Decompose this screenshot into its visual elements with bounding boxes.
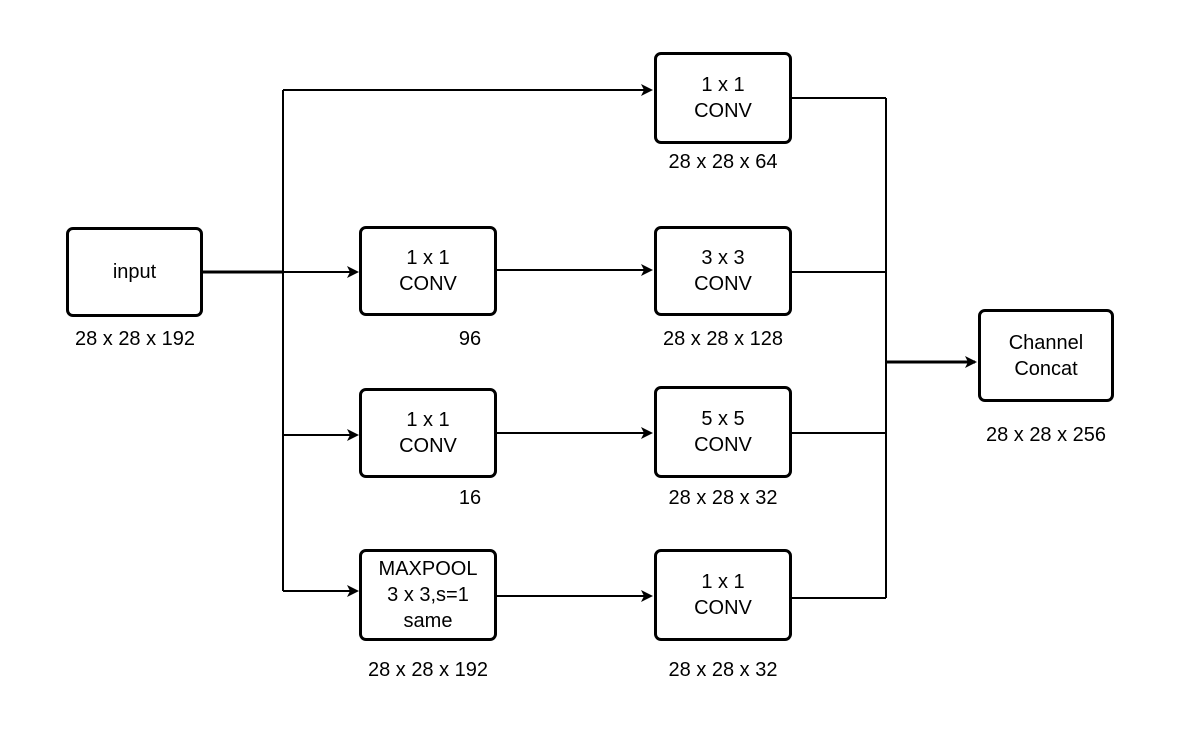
node-label-line: CONV <box>694 434 752 456</box>
conv1x1-pool-dims: 28 x 28 x 32 <box>668 659 778 681</box>
conv1x1-top-dims: 28 x 28 x 64 <box>668 151 778 173</box>
node-label-line: CONV <box>399 273 457 295</box>
node-label-line: 1 x 1 <box>406 409 450 431</box>
conv1x1-top-node: 1 x 1 CONV <box>654 52 792 144</box>
conv1x1-a-node: 1 x 1 CONV <box>359 226 497 316</box>
maxpool-node: MAXPOOL 3 x 3,s=1 same <box>359 549 497 641</box>
node-label-line: Channel <box>1008 331 1084 354</box>
conv5x5-dims: 28 x 28 x 32 <box>668 487 778 509</box>
node-label-line: CONV <box>694 100 752 122</box>
node-label-line: same <box>403 610 453 632</box>
node-label-line: 1 x 1 <box>406 247 450 269</box>
node-label-line: 5 x 5 <box>701 408 745 430</box>
node-label-line: CONV <box>694 273 752 295</box>
conv1x1-a-dims: 96 <box>458 328 482 350</box>
node-label-line: 3 x 3 <box>701 247 745 269</box>
conv5x5-node: 5 x 5 CONV <box>654 386 792 478</box>
node-label-line: 1 x 1 <box>701 74 745 96</box>
conv1x1-b-node: 1 x 1 CONV <box>359 388 497 478</box>
node-label-line: CONV <box>694 597 752 619</box>
channel-concat-dims: 28 x 28 x 256 <box>985 424 1107 446</box>
node-label-line: MAXPOOL <box>378 558 478 580</box>
node-label-line: Concat <box>1014 357 1078 380</box>
node-label-line: CONV <box>399 435 457 457</box>
node-label-line: input <box>112 261 157 283</box>
maxpool-dims: 28 x 28 x 192 <box>367 659 489 681</box>
input-node: input <box>66 227 203 317</box>
conv3x3-node: 3 x 3 CONV <box>654 226 792 316</box>
node-label-line: 3 x 3,s=1 <box>387 584 469 606</box>
conv1x1-pool-node: 1 x 1 CONV <box>654 549 792 641</box>
input-dims: 28 x 28 x 192 <box>74 328 196 350</box>
conv3x3-dims: 28 x 28 x 128 <box>662 328 784 350</box>
node-label-line: 1 x 1 <box>701 571 745 593</box>
conv1x1-b-dims: 16 <box>458 487 482 509</box>
